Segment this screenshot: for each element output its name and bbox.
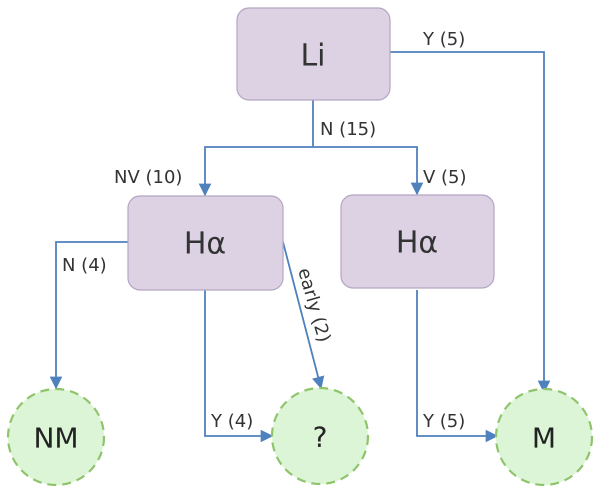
li-node: Li — [236, 7, 391, 101]
edge-label-li-yes: Y (5) — [422, 29, 465, 50]
h-alpha-left-label: Hα — [184, 227, 226, 262]
edge-labels: Y (5) N (15) NV (10) V (5) N (4) early (… — [62, 29, 467, 432]
leaf-nm: NM — [6, 387, 106, 487]
edges — [49, 51, 551, 443]
edge-left-no — [49, 241, 128, 390]
edge-early — [282, 241, 325, 390]
h-alpha-right-node: Hα — [340, 194, 495, 289]
edge-split-v — [313, 146, 424, 196]
leaf-unknown-label: ? — [313, 421, 328, 454]
li-node-label: Li — [300, 39, 325, 74]
leaf-nm-label: NM — [33, 422, 78, 455]
edge-label-right-yes: Y (5) — [422, 411, 465, 432]
h-alpha-left-node: Hα — [127, 195, 284, 291]
edge-label-v: V (5) — [423, 167, 467, 188]
leaf-m-label: M — [532, 422, 556, 455]
edge-label-left-yes: Y (4) — [210, 411, 253, 432]
edge-label-nv: NV (10) — [114, 167, 182, 188]
edge-li-yes — [390, 51, 551, 394]
edge-label-li-no: N (15) — [320, 119, 376, 140]
h-alpha-right-label: Hα — [396, 226, 438, 261]
edge-right-yes — [416, 290, 499, 443]
edge-split-nv — [198, 146, 313, 197]
edge-left-yes — [204, 290, 274, 443]
leaf-unknown: ? — [270, 386, 370, 486]
leaf-m: M — [494, 387, 594, 487]
edge-label-left-no: N (4) — [62, 255, 107, 276]
